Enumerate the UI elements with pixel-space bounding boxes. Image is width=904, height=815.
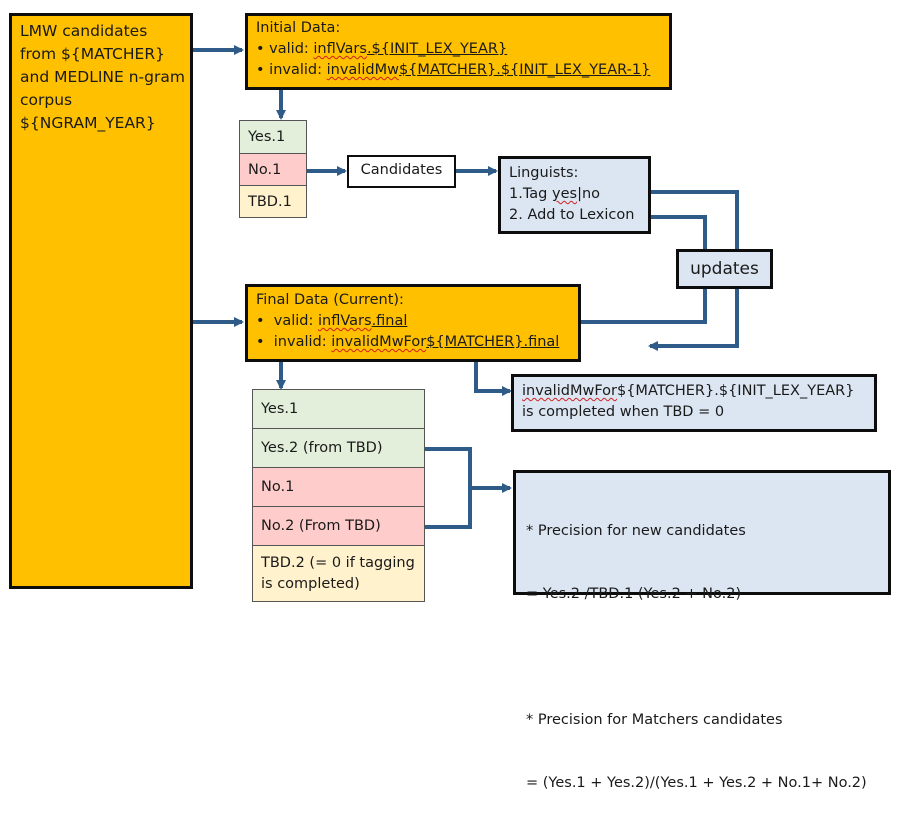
stack-cell-no2: No.2 (From TBD)	[253, 507, 424, 546]
precision-matchers-title: * Precision for Matchers candidates	[526, 712, 783, 728]
final-valid-item: • valid: inflVars.final	[256, 311, 570, 332]
stack-cell-tbd2: TBD.2 (= 0 if tagging is completed)	[253, 546, 424, 601]
connector-lexicon-to-updates	[642, 215, 707, 250]
connector-tag-to-updates	[610, 190, 739, 250]
linguists-step-lexicon: 2. Add to Lexicon	[509, 207, 635, 223]
stack-cell-tbd1: TBD.1	[240, 186, 306, 217]
candidates-box: Candidates	[347, 155, 456, 188]
source-line: ${NGRAM_YEAR}	[20, 114, 156, 132]
source-line: corpus	[20, 91, 73, 109]
spacer	[526, 647, 878, 668]
linguists-title: Linguists:	[509, 165, 579, 181]
stack-cell-yes2: Yes.2 (from TBD)	[253, 429, 424, 468]
bullet-icon: •	[256, 334, 274, 350]
candidates-label: Candidates	[360, 162, 443, 178]
updates-box: updates	[676, 249, 773, 289]
initial-data-title: Initial Data:	[256, 20, 341, 36]
invalid-label: invalid:	[269, 62, 327, 78]
bullet-icon: •	[256, 313, 274, 329]
stack-cell-no1: No.1	[240, 154, 306, 186]
precision-box: * Precision for new candidates = Yes.2 /…	[513, 470, 891, 791]
step-tag-yes: yes	[552, 186, 578, 202]
invalid-value-name: invalidMw	[326, 62, 399, 78]
completion-note-box: invalidMwFor${MATCHER}.${INIT_LEX_YEAR} …	[511, 374, 877, 432]
initial-result-stack: Yes.1 No.1 TBD.1	[239, 120, 307, 218]
linguists-step-tag: 1.Tag yes|no	[509, 184, 640, 205]
stack-cell-no1: No.1	[253, 468, 424, 507]
valid-value-suffix: .final	[371, 313, 408, 329]
valid-label: valid:	[269, 41, 314, 57]
invalid-value-suffix: ${MATCHER}.final	[426, 334, 560, 350]
source-line: and MEDLINE n-gram	[20, 68, 185, 86]
precision-new-formula: = Yes.2 /TBD.1 (Yes.2 + No.2)	[526, 586, 742, 602]
arrow-updates-to-final-invalid	[648, 288, 739, 351]
completion-note-line1: invalidMwFor${MATCHER}.${INIT_LEX_YEAR}	[522, 381, 866, 402]
initial-invalid-item: • invalid: invalidMw${MATCHER}.${INIT_LE…	[256, 60, 661, 81]
initial-valid-item: • valid: inflVars.${INIT_LEX_YEAR}	[256, 39, 661, 60]
invalid-value-name: invalidMwFor	[331, 334, 427, 350]
final-data-title: Final Data (Current):	[256, 292, 404, 308]
valid-value-name: inflVars	[313, 41, 367, 57]
note-file-suffix: ${MATCHER}.${INIT_LEX_YEAR}	[616, 383, 855, 399]
valid-label: valid:	[273, 313, 319, 329]
source-box: LMW candidates from ${MATCHER} and MEDLI…	[9, 13, 193, 589]
updates-label: updates	[690, 259, 759, 279]
stack-cell-yes1: Yes.1	[240, 121, 306, 154]
final-data-box: Final Data (Current): • valid: inflVars.…	[245, 284, 581, 362]
valid-value-name: inflVars	[318, 313, 372, 329]
linguists-box: Linguists: 1.Tag yes|no 2. Add to Lexico…	[498, 156, 651, 234]
valid-value-suffix: .${INIT_LEX_YEAR}	[366, 41, 508, 57]
bullet-icon: •	[256, 41, 270, 57]
invalid-label: invalid:	[273, 334, 332, 350]
final-invalid-item: • invalid: invalidMwFor${MATCHER}.final	[256, 332, 570, 353]
initial-data-box: Initial Data: • valid: inflVars.${INIT_L…	[245, 13, 672, 90]
precision-new-title: * Precision for new candidates	[526, 523, 746, 539]
note-file-name: invalidMwFor	[522, 383, 617, 399]
step-tag-no: |no	[577, 186, 601, 202]
final-result-stack: Yes.1 Yes.2 (from TBD) No.1 No.2 (From T…	[252, 389, 425, 602]
stack-cell-yes1: Yes.1	[253, 390, 424, 429]
source-line: from ${MATCHER}	[20, 45, 165, 63]
precision-matchers-formula: = (Yes.1 + Yes.2)/(Yes.1 + Yes.2 + No.1+…	[526, 775, 867, 791]
invalid-value-suffix: ${MATCHER}.${INIT_LEX_YEAR-1}	[398, 62, 651, 78]
bullet-icon: •	[256, 62, 270, 78]
source-line: LMW candidates	[20, 22, 148, 40]
completion-note-line2: is completed when TBD = 0	[522, 404, 725, 420]
step-tag-prefix: 1.Tag	[509, 186, 552, 202]
